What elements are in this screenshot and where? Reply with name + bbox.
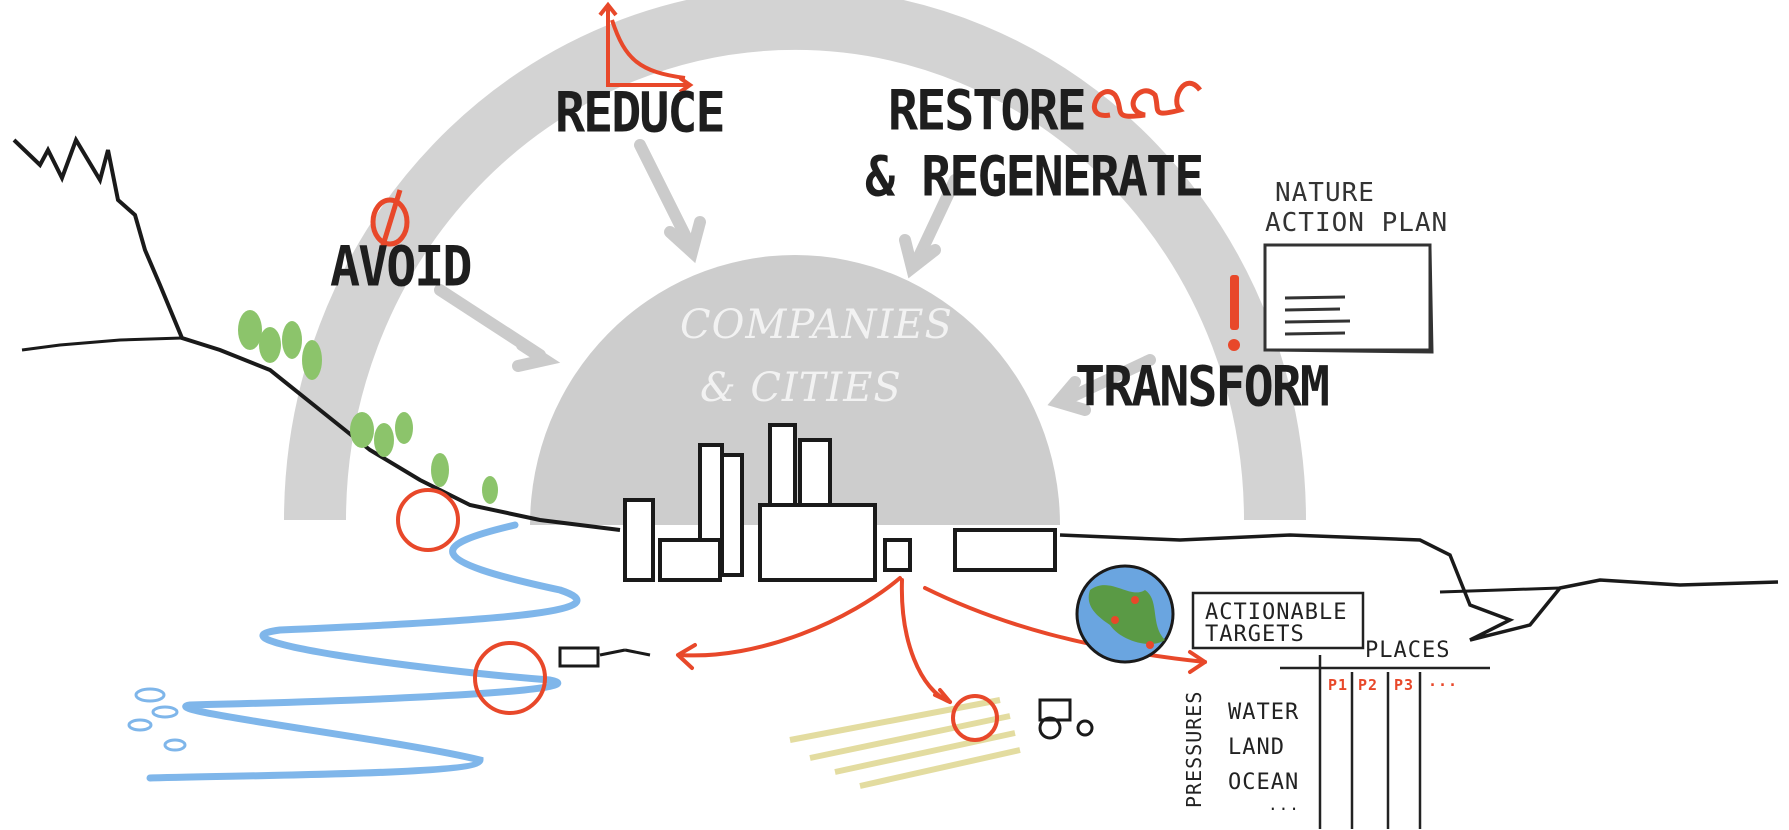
pressure-land: LAND — [1228, 735, 1285, 760]
label-regenerate: & REGENERATE — [865, 145, 1204, 209]
label-pressures: PRESSURES — [1182, 690, 1206, 808]
label-companies: COMPANIES — [680, 302, 953, 348]
label-plan-line1: NATURE — [1275, 178, 1375, 208]
label-cities: & CITIES — [700, 365, 902, 411]
trees — [238, 310, 498, 504]
place-p3: P3 — [1394, 676, 1415, 694]
label-places: PLACES — [1365, 638, 1451, 663]
label-targets-line1: ACTIONABLE — [1205, 600, 1348, 625]
impact-circles — [396, 488, 999, 742]
action-plan-lines — [1284, 295, 1351, 336]
farm-field — [789, 697, 1021, 789]
mitigation-arc — [284, 0, 1306, 521]
mountain-outline — [12, 135, 621, 532]
machine-icon — [558, 646, 651, 668]
right-ground — [1059, 533, 1779, 642]
place-p2: P2 — [1358, 676, 1379, 694]
pressure-more: ... — [1268, 795, 1300, 814]
targets-box — [1191, 591, 1365, 650]
label-transform: TRANSFORM — [1075, 355, 1330, 419]
globe-icon — [1075, 564, 1175, 664]
avoid-null-icon — [370, 189, 410, 256]
label-targets-line2: TARGETS — [1205, 622, 1305, 647]
left-ground — [21, 336, 183, 352]
place-more: ... — [1428, 672, 1459, 690]
city-skyline — [623, 423, 1057, 582]
label-avoid: AVOID — [330, 235, 473, 299]
label-restore: RESTORE — [888, 79, 1087, 143]
strategy-arrows — [434, 139, 1156, 416]
impact-arrows — [676, 576, 1207, 704]
label-plan-line2: ACTION PLAN — [1265, 208, 1449, 238]
fish-icons — [127, 687, 187, 752]
pressure-ocean: OCEAN — [1228, 770, 1300, 795]
regenerate-loop-icon — [1091, 80, 1202, 119]
companies-dome — [530, 255, 1060, 525]
place-p1: P1 — [1328, 676, 1349, 694]
exclamation-icon — [1228, 275, 1240, 351]
targets-matrix — [1280, 655, 1490, 829]
tractor-icon — [1038, 698, 1094, 740]
label-reduce: REDUCE — [555, 81, 726, 145]
pressure-water: WATER — [1228, 700, 1300, 725]
river — [146, 521, 581, 782]
reduce-curve-icon — [598, 1, 694, 94]
